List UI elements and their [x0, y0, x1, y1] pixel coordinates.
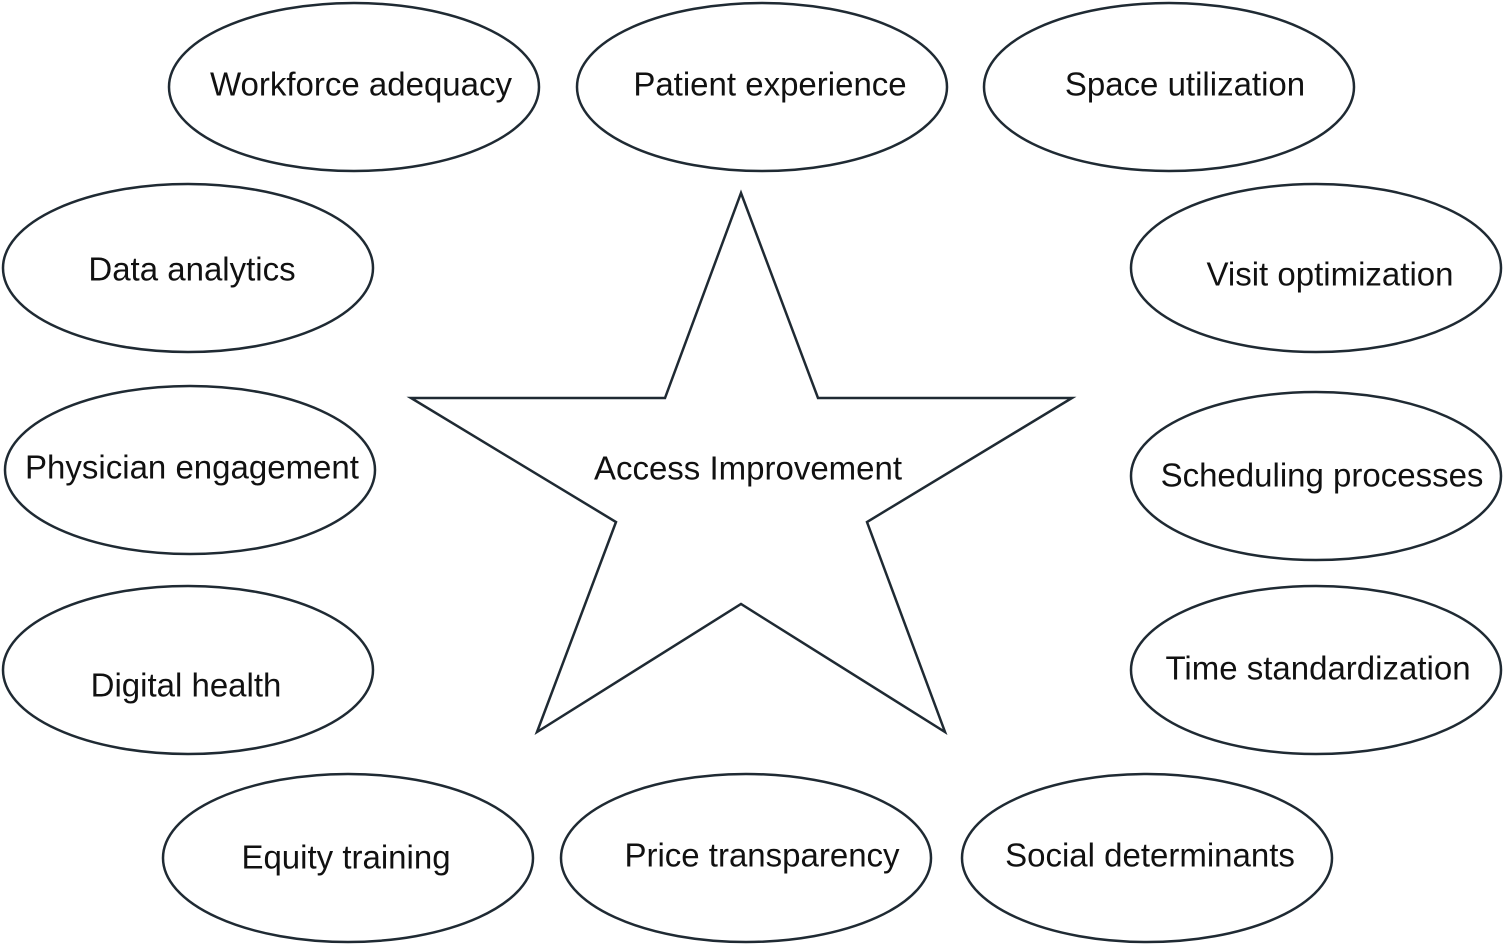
node-ellipse — [1129, 584, 1503, 756]
node-data-analytics: Data analytics — [1, 182, 375, 354]
node-price-transparency: Price transparency — [559, 772, 933, 944]
node-label: Price transparency — [624, 837, 900, 874]
node-equity-training: Equity training — [161, 772, 535, 944]
node-ellipse — [559, 772, 933, 944]
node-label: Data analytics — [88, 251, 295, 288]
node-ellipse — [3, 384, 377, 556]
node-label: Visit optimization — [1206, 256, 1453, 293]
node-label: Space utilization — [1065, 66, 1305, 103]
node-label: Social determinants — [1005, 837, 1295, 874]
node-physician-engagement: Physician engagement — [3, 384, 377, 556]
node-label: Physician engagement — [25, 449, 359, 486]
node-label: Patient experience — [633, 66, 906, 103]
node-ellipse — [1129, 390, 1503, 562]
node-label: Scheduling processes — [1161, 457, 1484, 494]
node-label: Workforce adequacy — [210, 66, 513, 103]
node-scheduling-processes: Scheduling processes — [1129, 390, 1503, 562]
center-star — [406, 189, 1077, 736]
node-social-determinants: Social determinants — [960, 772, 1334, 944]
node-space-utilization: Space utilization — [982, 1, 1356, 173]
node-visit-optimization: Visit optimization — [1129, 182, 1503, 354]
node-time-standardization: Time standardization — [1129, 584, 1503, 756]
node-ellipse — [161, 772, 535, 944]
node-digital-health: Digital health — [1, 584, 375, 756]
center-label: Access Improvement — [594, 450, 902, 487]
node-ellipse — [960, 772, 1334, 944]
node-ellipse — [575, 1, 949, 173]
node-label: Time standardization — [1165, 650, 1470, 687]
node-workforce-adequacy: Workforce adequacy — [167, 1, 541, 173]
node-label: Digital health — [91, 667, 282, 704]
node-label: Equity training — [241, 839, 450, 876]
center-star-group: Access Improvement — [406, 189, 1077, 736]
node-ellipse — [1129, 182, 1503, 354]
node-patient-experience: Patient experience — [575, 1, 949, 173]
node-ellipse — [982, 1, 1356, 173]
node-ellipse — [1, 182, 375, 354]
node-ellipse — [1, 584, 375, 756]
node-ellipse — [167, 1, 541, 173]
